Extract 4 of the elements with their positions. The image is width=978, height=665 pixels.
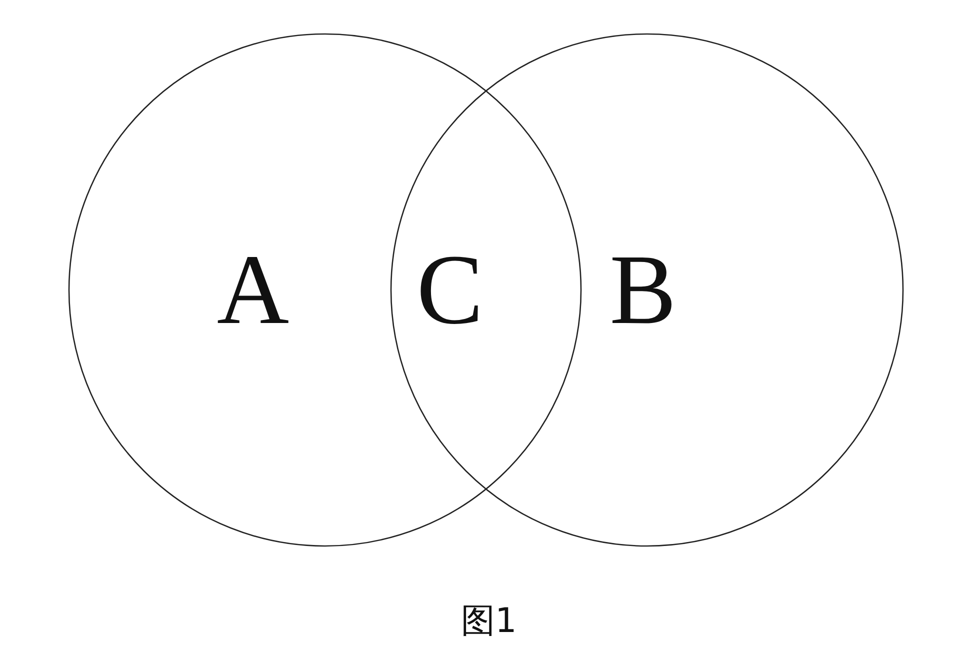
set-label: A	[216, 240, 290, 340]
figure-caption: 图1	[461, 600, 517, 643]
set-label: B	[610, 240, 676, 340]
intersection-label: C	[416, 240, 484, 340]
